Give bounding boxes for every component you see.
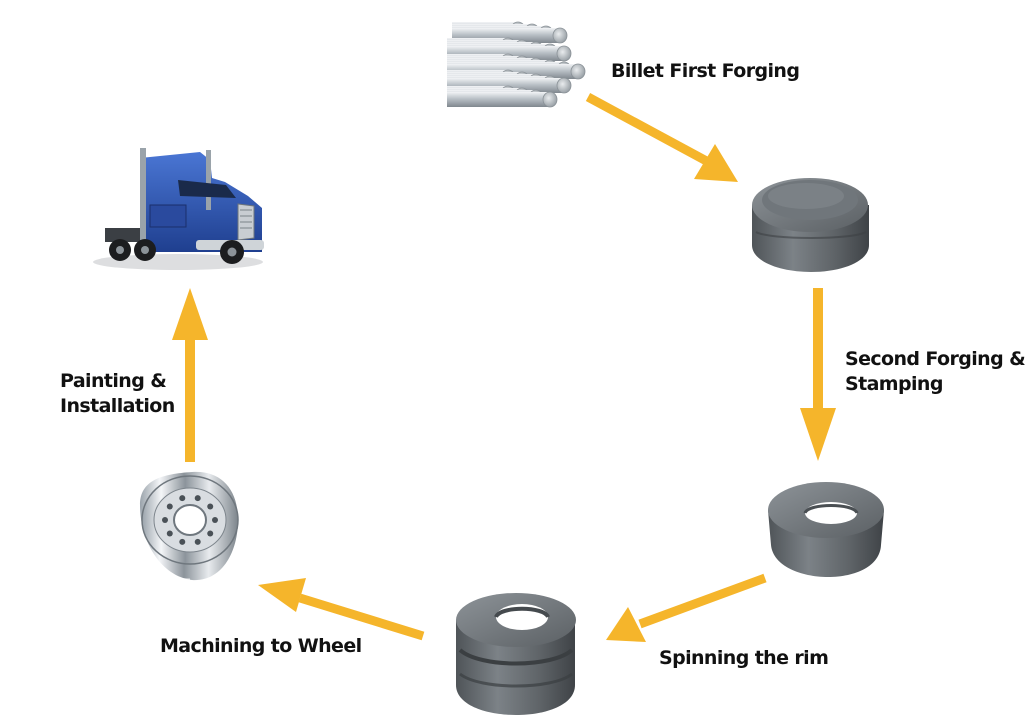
arrow-second-to-spinning — [800, 288, 836, 461]
lug-hole — [162, 517, 168, 523]
billet-rod-end — [556, 77, 572, 94]
lug-hole — [166, 530, 173, 537]
forged-blank-icon — [752, 178, 869, 272]
lug-hole — [194, 495, 201, 502]
arrow-painting-to-truck — [172, 288, 208, 462]
chrome-wheel-icon — [140, 471, 239, 582]
billet-rod — [447, 92, 550, 107]
stamped-ring-icon — [768, 482, 884, 577]
semi-truck-icon — [93, 148, 264, 270]
arrow-billet-to-second — [585, 93, 738, 182]
flow-arrows — [172, 93, 836, 642]
arrow-spinning-to-machining — [606, 573, 767, 642]
step-label-billet-first-forging: Billet First Forging — [611, 59, 800, 84]
billet-rod-end — [542, 91, 558, 108]
step-label-painting-installation: Painting & Installation — [60, 369, 175, 419]
step-label-spinning-the-rim: Spinning the rim — [659, 646, 829, 671]
billet-rod-end — [570, 63, 586, 80]
step-label-second-forging-stamping: Second Forging & Stamping — [845, 347, 1026, 397]
step-label-machining-to-wheel: Machining to Wheel — [160, 634, 362, 659]
label-line: Spinning the rim — [659, 647, 829, 669]
lug-hole — [207, 503, 214, 510]
arrow-machining-to-painting — [258, 578, 425, 641]
lug-hole — [179, 495, 186, 502]
label-line: Painting & — [60, 370, 167, 392]
label-line: Billet First Forging — [611, 60, 800, 82]
lug-hole — [207, 530, 214, 537]
spun-rim-icon — [456, 593, 576, 715]
steel-billets-icon — [447, 21, 586, 108]
label-line: Machining to Wheel — [160, 635, 362, 657]
lug-hole — [179, 538, 186, 545]
billet-rod-end — [552, 27, 568, 44]
lug-hole — [212, 517, 218, 523]
label-line: Stamping — [845, 373, 943, 395]
billet-rod-end — [556, 45, 572, 62]
lug-hole — [166, 503, 173, 510]
label-line: Second Forging & — [845, 348, 1026, 370]
label-line: Installation — [60, 395, 175, 417]
lug-hole — [194, 538, 201, 545]
